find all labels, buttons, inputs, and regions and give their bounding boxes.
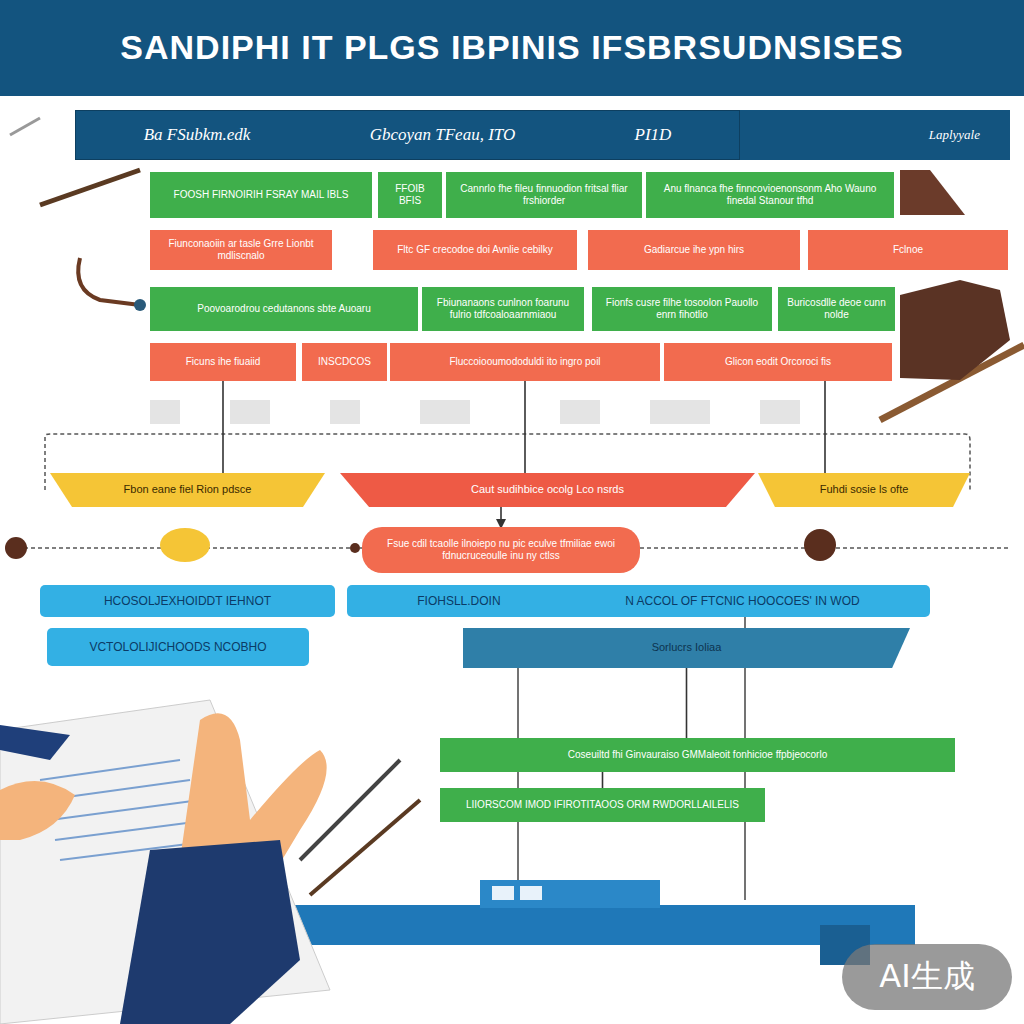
process-box: Buricosdlle deoe cunn nolde <box>778 287 895 331</box>
process-box: FOOSH FIRNOIRIH FSRAY MAIL IBLS <box>150 172 372 218</box>
box-text: Buricosdlle deoe cunn nolde <box>786 297 887 321</box>
process-box: Poovoarodrou cedutanons sbte Auoaru <box>150 287 418 331</box>
connector <box>222 381 224 473</box>
box-text: Ficuns ihe fiuaiid <box>186 356 260 368</box>
box-text: Ba FSubkm.edk <box>144 125 251 145</box>
info-bar: HCOSOLJEXHOIDDT IEHNOT <box>40 585 335 617</box>
header-band: Ba FSubkm.edk Gbcoyan TFeau, ITO PI1D <box>75 110 740 160</box>
watermark: AI生成 <box>842 944 1012 1010</box>
process-box: Gadiarcue ihe ypn hirs <box>588 230 800 270</box>
process-box: LIIORSCOM IMOD IFIROTITAOOS ORM RWDORLLA… <box>440 788 765 822</box>
header-box: Laplyyale <box>740 110 1010 160</box>
box-text: Cannrlo fhe fileu finnuodion fritsal fli… <box>454 183 634 207</box>
process-box: Cannrlo fhe fileu finnuodion fritsal fli… <box>446 172 642 218</box>
connector <box>602 772 604 788</box>
info-bar: Sorlucrs Ioliaa <box>463 628 910 668</box>
sleeve <box>120 840 300 1024</box>
hand <box>0 781 75 840</box>
process-box: Glicon eodit Orcoroci fis <box>664 343 892 381</box>
brown-block <box>900 280 1010 380</box>
stage-banner: Fbon eane fiel Rion pdsce <box>50 473 325 507</box>
box-text: Fltc GF crecodoe doi Avnlie cebilky <box>397 244 552 256</box>
dot <box>160 528 210 562</box>
box-text: Gadiarcue ihe ypn hirs <box>644 244 744 256</box>
pen <box>310 800 420 895</box>
box-text: Coseuiltd fhi Ginvauraiso GMMaleoit fonh… <box>568 749 827 761</box>
process-box: Coseuiltd fhi Ginvauraiso GMMaleoit fonh… <box>440 738 955 772</box>
process-box: Fiunconaoiin ar tasle Grre Lionbt mdlisc… <box>150 230 332 270</box>
process-box: INSCDCOS <box>302 343 387 381</box>
connector <box>524 381 526 473</box>
process-box: Ficuns ihe fiuaiid <box>150 343 296 381</box>
info-bar: VCTOLOLIJICHOODS NCOBHO <box>47 628 309 666</box>
box-text: VCTOLOLIJICHOODS NCOBHO <box>89 640 266 654</box>
faded-band <box>150 400 800 424</box>
dot <box>5 537 27 559</box>
box-text: Fluccoiooumododuldi ito ingro poil <box>449 356 600 368</box>
box-text: Anu flnanca fhe finncovioenonsonm Aho Wa… <box>654 183 886 207</box>
connector <box>686 668 688 738</box>
box-text: INSCDCOS <box>318 356 371 368</box>
box-text: Fiunconaoiin ar tasle Grre Lionbt mdlisc… <box>158 238 324 262</box>
box-text: Gbcoyan TFeau, ITO <box>370 125 516 145</box>
process-box: Fltc GF crecodoe doi Avnlie cebilky <box>373 230 577 270</box>
cable <box>78 258 140 305</box>
process-box: Fclnoe <box>808 230 1008 270</box>
process-box: Fionfs cusre filhe tosoolon Pauollo enrn… <box>592 287 772 331</box>
box-text: LIIORSCOM IMOD IFIROTITAOOS ORM RWDORLLA… <box>466 799 739 811</box>
info-bar: FIOHSLL.DOIN N ACCOL OF FTCNIC HOOCOES' I… <box>347 585 930 617</box>
box-text: Caut sudihbice ocolg Lco nsrds <box>471 483 624 496</box>
stage-banner: Fuhdi sosie ls ofte <box>758 473 970 507</box>
process-box: Fbiunanaons cunlnon foarunu fulrio tdfco… <box>422 287 584 331</box>
box-text: Fionfs cusre filhe tosoolon Pauollo enrn… <box>600 297 764 321</box>
wire <box>517 668 519 900</box>
note-pill: Fsue cdil tcaolle ilnoiepo nu pic eculve… <box>362 527 640 573</box>
pen <box>40 170 140 205</box>
box-text: Fbon eane fiel Rion pdsce <box>124 483 252 496</box>
box-text: Poovoarodrou cedutanons sbte Auoaru <box>197 303 370 315</box>
brown-block <box>900 170 965 215</box>
box-text: Fbiunanaons cunlnon foarunu fulrio tdfco… <box>430 297 576 321</box>
dot <box>804 529 836 561</box>
process-box: Fluccoiooumododuldi ito ingro poil <box>390 343 660 381</box>
process-box: FFOIB BFIS <box>378 172 442 218</box>
paper <box>0 700 330 1024</box>
box-text: Fuhdi sosie ls ofte <box>820 483 909 496</box>
box-text: Laplyyale <box>929 127 980 143</box>
connector <box>500 507 502 527</box>
stage-banner: Caut sudihbice ocolg Lco nsrds <box>340 473 755 507</box>
title: SANDIPHI IT PLGS IBPINIS IFSBRSUDNSISES <box>20 28 1004 67</box>
dot <box>350 543 360 553</box>
process-box: Anu flnanca fhe finncovioenonsonm Aho Wa… <box>646 172 894 218</box>
box-text: FOOSH FIRNOIRIH FSRAY MAIL IBLS <box>174 189 349 201</box>
pen <box>10 118 40 135</box>
connector <box>824 381 826 473</box>
box-text: HCOSOLJEXHOIDDT IEHNOT <box>104 594 271 608</box>
box-text: Sorlucrs Ioliaa <box>652 641 722 654</box>
box-text: Glicon eodit Orcoroci fis <box>725 356 831 368</box>
device <box>480 880 660 908</box>
box-text: PI1D <box>635 125 672 145</box>
box-text: N ACCOL OF FTCNIC HOOCOES' IN WOD <box>625 594 860 608</box>
box-text: Fsue cdil tcaolle ilnoiepo nu pic eculve… <box>370 538 632 562</box>
box-text: FIOHSLL.DOIN <box>417 594 500 608</box>
box-text: FFOIB BFIS <box>386 183 434 207</box>
box-text: Fclnoe <box>893 244 923 256</box>
plug <box>134 299 146 311</box>
